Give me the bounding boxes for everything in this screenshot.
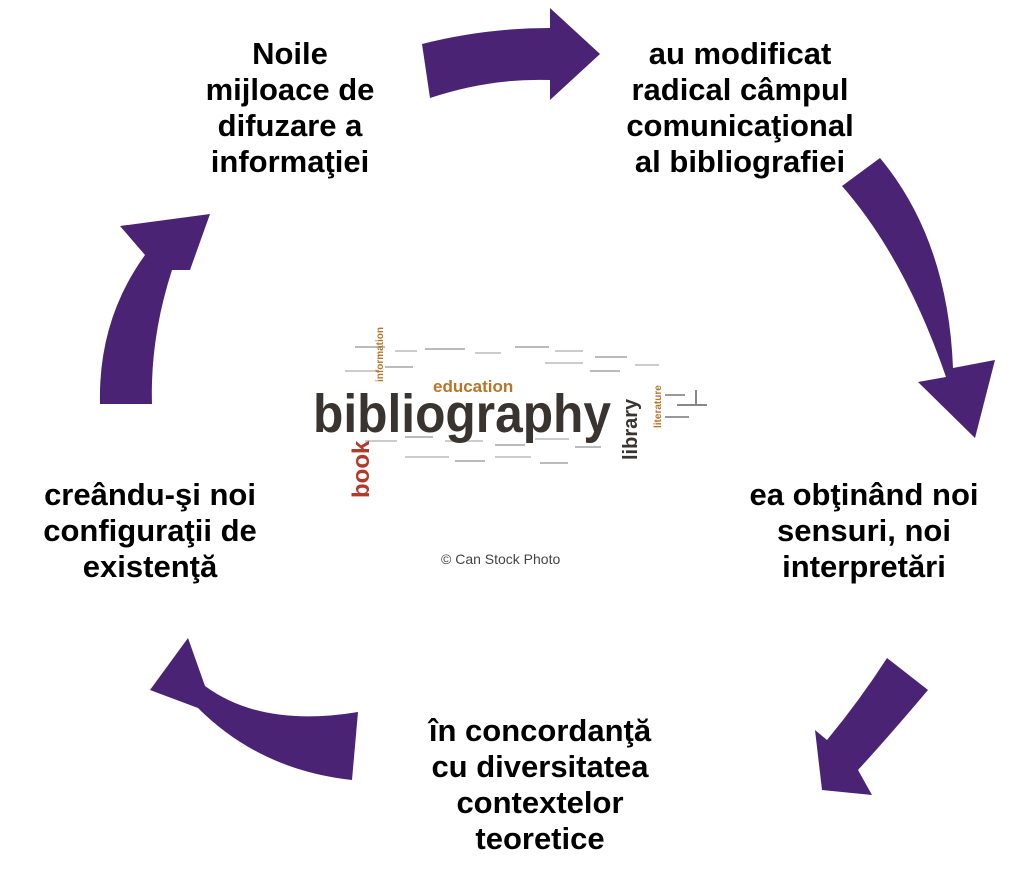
node-line: radical câmpul: [631, 72, 849, 107]
arrow-n2-to-n3: [842, 158, 995, 438]
node-line: cu diversitatea: [431, 749, 649, 784]
arrow-n1-to-n2: [422, 8, 600, 100]
node-line: ea obţinând noi: [749, 477, 979, 512]
node-line: contextelor: [456, 785, 624, 820]
node-line: informaţiei: [210, 144, 370, 179]
node-line: teoretice: [475, 821, 605, 856]
node-line: configuraţii de: [43, 513, 257, 548]
image-credit: © Can Stock Photo: [441, 551, 560, 567]
node-line: al bibliografiei: [634, 144, 846, 179]
wordcloud-word-information: information: [375, 327, 386, 382]
arrow-n4-to-n5: [150, 638, 358, 780]
wordcloud-image: information education bibliography book …: [313, 327, 707, 567]
node-line: mijloace de: [205, 72, 375, 107]
wordcloud-word-main: bibliography: [313, 384, 611, 444]
node-line: difuzare a: [217, 108, 363, 143]
node-line: existenţă: [82, 549, 218, 584]
node-line: interpretări: [782, 549, 946, 584]
node-new-means: Noile mijloace de difuzare a informaţiei: [150, 36, 430, 180]
node-new-configurations: creându-şi noi configuraţii de existenţă: [0, 477, 300, 585]
node-theoretical-contexts: în concordanţă cu diversitatea contextel…: [380, 713, 700, 857]
arrow-n5-to-n1: [99, 214, 210, 404]
node-line: creându-şi noi: [44, 477, 256, 512]
wordcloud-word-library: library: [620, 398, 642, 460]
wordcloud-word-book: book: [348, 440, 375, 498]
node-line: au modificat: [648, 36, 832, 71]
background-words: [345, 346, 707, 464]
arrow-n3-to-n4: [815, 658, 928, 795]
node-changed-field: au modificat radical câmpul comunicaţion…: [560, 36, 920, 180]
node-line: Noile: [252, 36, 328, 71]
node-new-meanings: ea obţinând noi sensuri, noi interpretăr…: [705, 477, 1023, 585]
node-line: în concordanţă: [428, 713, 652, 748]
node-line: comunicaţional: [626, 108, 854, 143]
node-line: sensuri, noi: [777, 513, 951, 548]
wordcloud-word-literature: literature: [653, 385, 664, 428]
wordcloud-word-education: education: [433, 377, 513, 396]
